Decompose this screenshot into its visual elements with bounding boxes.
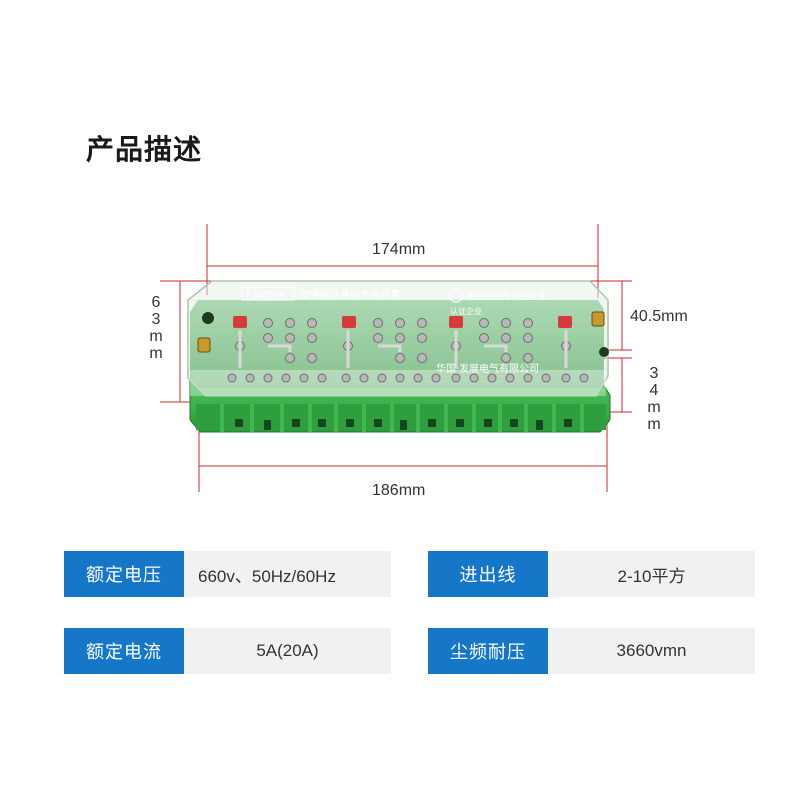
spec-value: 660v、50Hz/60Hz: [184, 551, 391, 597]
spec-withstand-voltage: 尘频耐压 3660vmn: [428, 628, 755, 674]
cert-text: 国家强制性认证企业: [466, 290, 547, 302]
terminal-slots: [235, 419, 572, 430]
spec-rated-current: 额定电流 5A(20A): [64, 628, 391, 674]
dim-top-width: 174mm: [372, 241, 426, 258]
terminal-ridges: [220, 404, 584, 432]
spec-label: 额定电流: [64, 628, 184, 674]
spec-wire-gauge: 进出线 2-10平方: [428, 551, 755, 597]
mount-holes: [202, 312, 609, 357]
spec-label: 额定电压: [64, 551, 184, 597]
side-screws: [197, 311, 605, 353]
ccc-icon: [449, 289, 463, 303]
dim-right-lower: 3 4 m m: [647, 365, 661, 433]
section-heading: 产品描述: [86, 133, 203, 166]
dim-left-height: 6 3 m m: [149, 294, 163, 362]
model-text: FJ6/DFY: [246, 290, 286, 301]
spec-rated-voltage: 额定电压 660v、50Hz/60Hz: [64, 551, 391, 597]
red-caps: [233, 316, 572, 328]
bus-links: [238, 330, 568, 368]
dim-bottom-width: 186mm: [372, 482, 426, 499]
spec-label: 尘频耐压: [428, 628, 548, 674]
dimension-lines: [160, 224, 632, 492]
spec-value: 5A(20A): [184, 628, 391, 674]
spec-value: 2-10平方: [548, 551, 755, 597]
spec-value: 3660vmn: [548, 628, 755, 674]
cert-text-2: 认证企业: [450, 306, 482, 316]
product-figure: FJ6/DFY 型电能计量联合接线盒 国家强制性认证企业 认证企业 华国·发展电…: [149, 224, 688, 499]
spec-label: 进出线: [428, 551, 548, 597]
dim-right-height: 40.5mm: [630, 308, 688, 325]
maker-text: 华国·发展电气有限公司: [436, 362, 539, 375]
cover-labels: FJ6/DFY 型电能计量联合接线盒 国家强制性认证企业 认证企业 华国·发展电…: [241, 286, 547, 375]
junction-box-illustration: FJ6/DFY 型电能计量联合接线盒 国家强制性认证企业 认证企业 华国·发展电…: [160, 224, 632, 492]
screw-heads: [227, 318, 589, 383]
product-name-text: 型电能计量联合接线盒: [300, 288, 400, 301]
